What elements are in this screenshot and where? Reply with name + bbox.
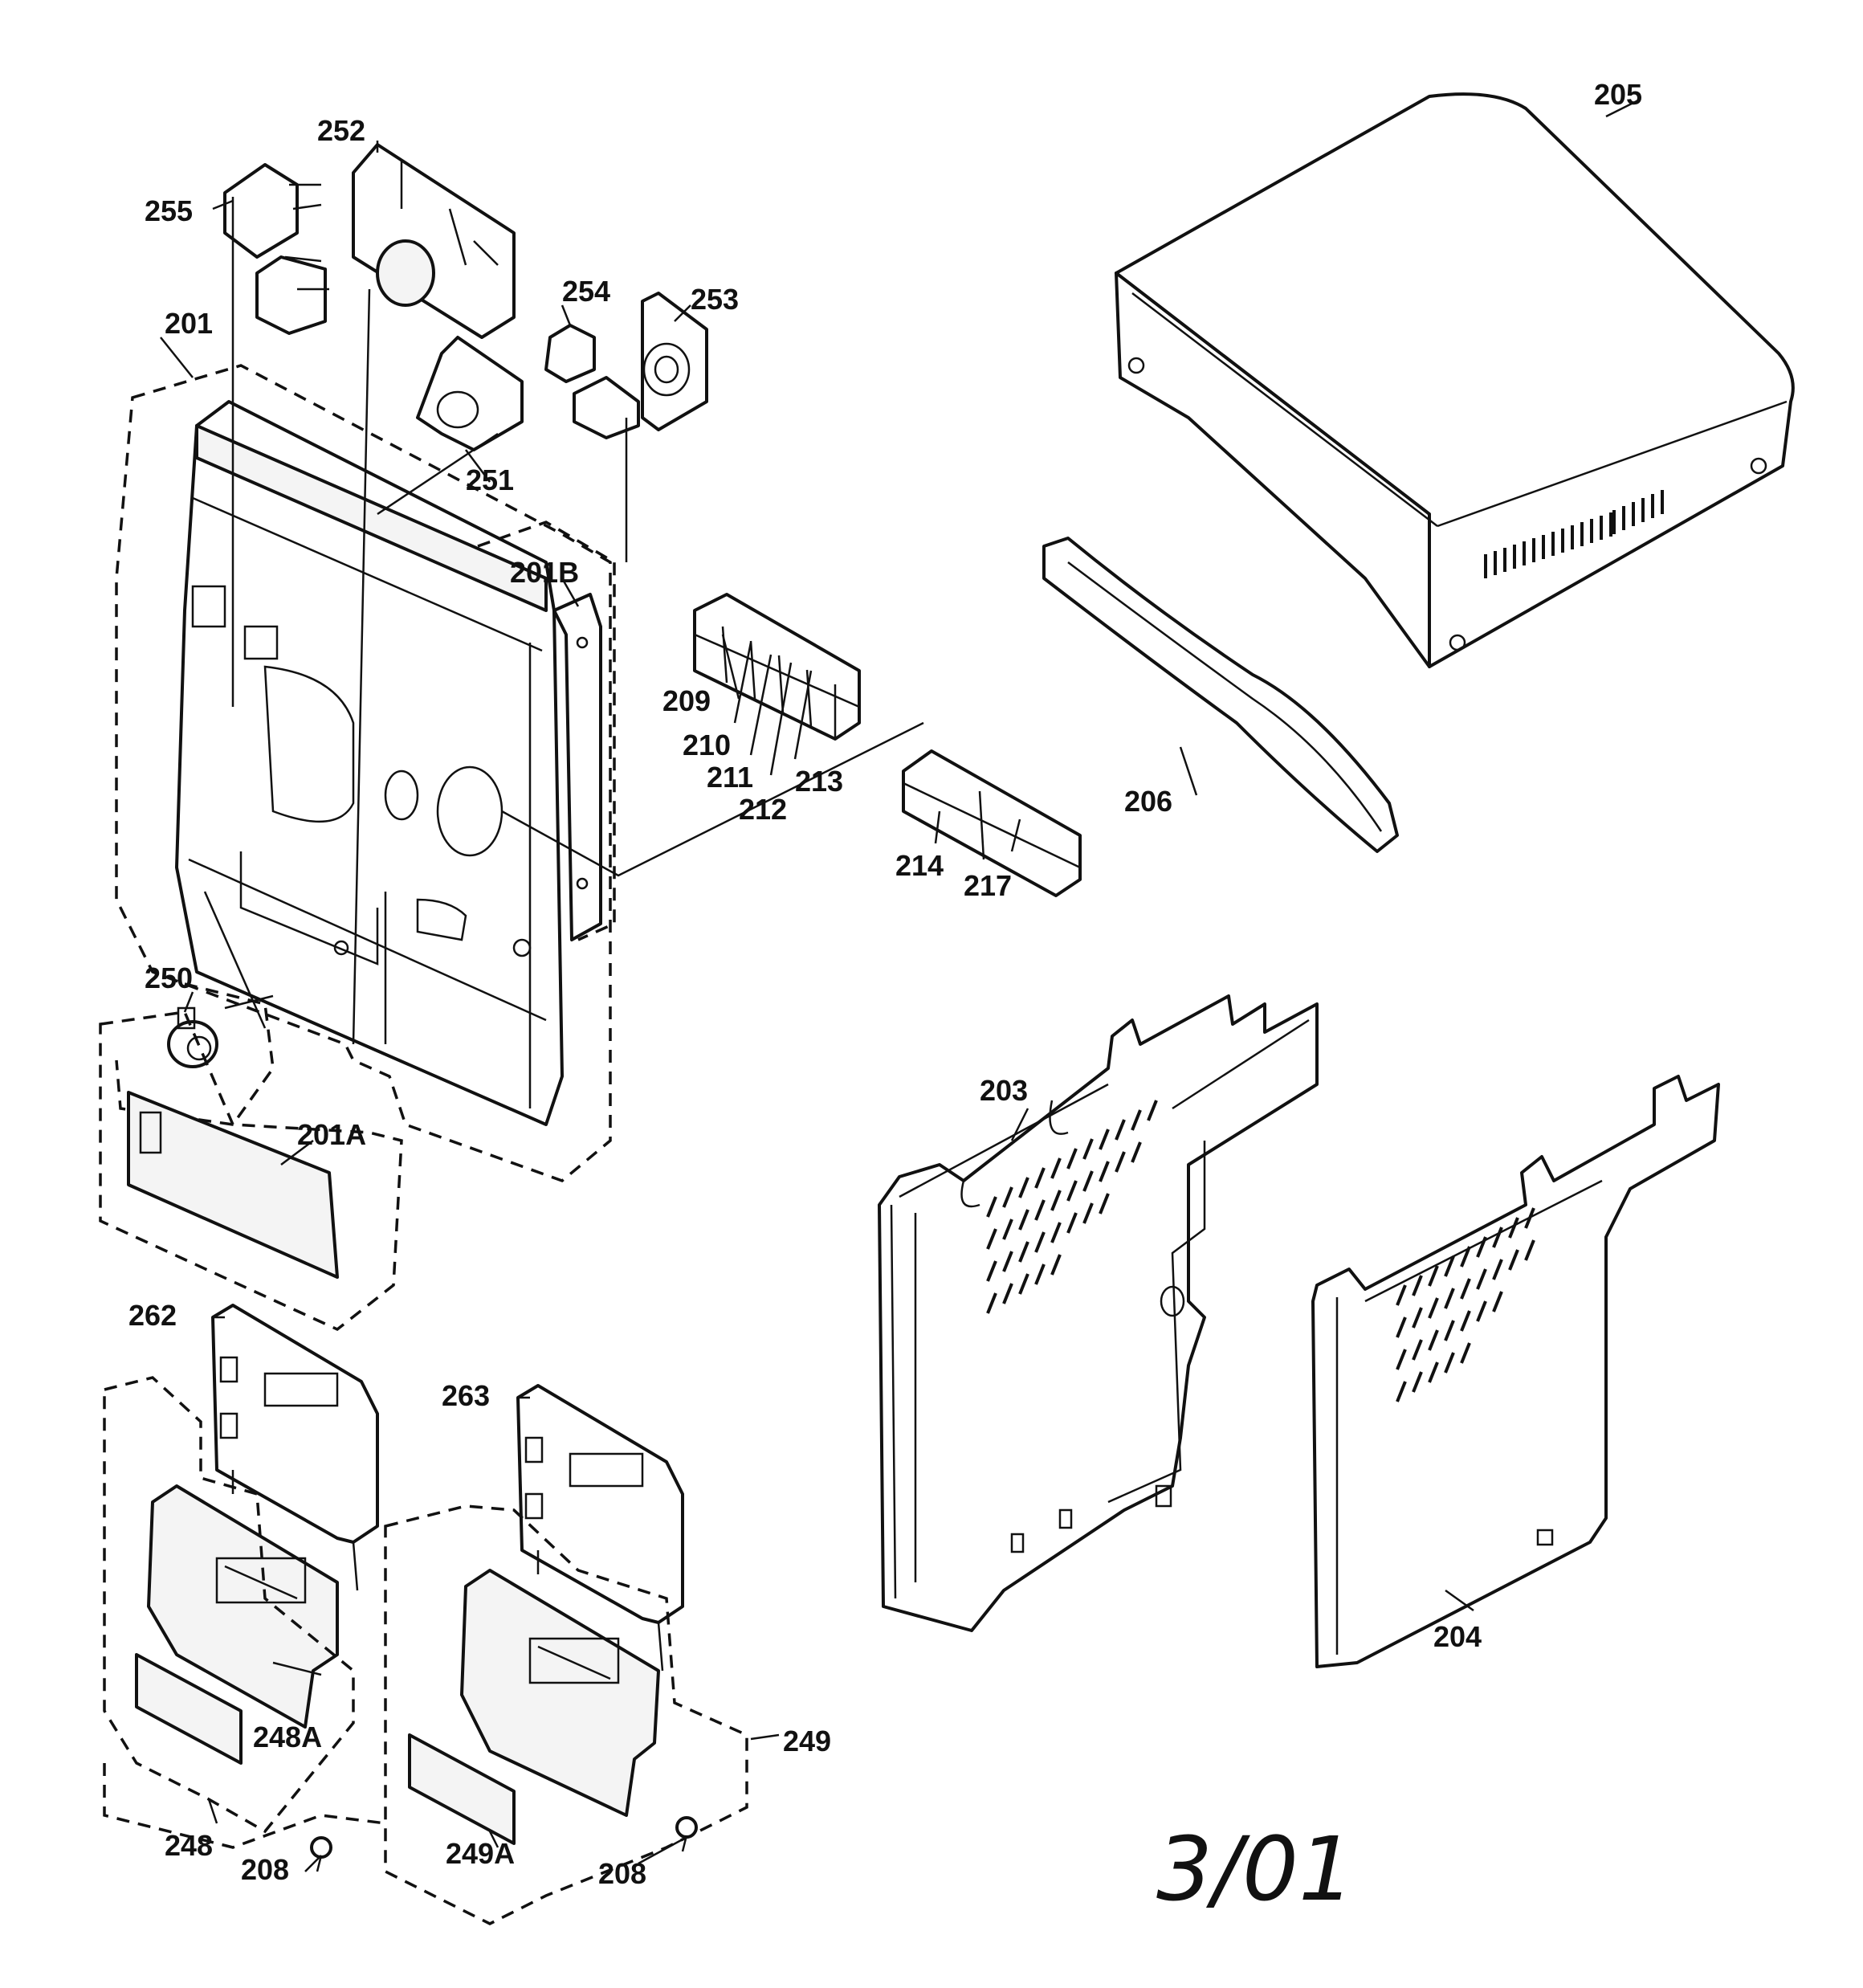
callout-201: 201 — [165, 307, 213, 340]
callout-249: 249 — [783, 1725, 831, 1757]
part-255-knob — [223, 163, 329, 335]
part-249-cassette-door — [460, 1569, 660, 1817]
callout-251: 251 — [466, 463, 514, 496]
assembly-249-outline — [384, 1504, 748, 1925]
assembly-249-lower-outline — [103, 1763, 386, 1849]
callout-208-left: 208 — [241, 1853, 289, 1886]
callout-254: 254 — [562, 275, 610, 308]
part-201-front-panel — [175, 400, 564, 1126]
callout-206: 206 — [1124, 785, 1172, 818]
part-208-screw-right — [675, 1816, 698, 1852]
callout-212: 212 — [739, 793, 787, 826]
callout-204: 204 — [1433, 1620, 1482, 1653]
date-mark: 3/01 — [1156, 1818, 1355, 1921]
callout-203: 203 — [980, 1074, 1028, 1107]
callout-252: 252 — [317, 114, 365, 147]
callout-213: 213 — [795, 765, 843, 798]
assembly-201A-outline — [99, 1010, 403, 1332]
callout-211: 211 — [707, 761, 753, 794]
callout-labels: 205 206 252 255 254 253 251 201 201B 209… — [128, 78, 1642, 1890]
assembly-201-outline — [115, 364, 612, 1182]
part-203-side-frame — [878, 994, 1319, 1632]
callout-217: 217 — [964, 869, 1012, 902]
part-253-volume-control — [573, 292, 708, 439]
part-208-screw-left — [310, 1836, 332, 1872]
callout-210: 210 — [683, 729, 731, 761]
part-204-side-panel — [1311, 1075, 1720, 1668]
part-206-trim-strip — [1042, 537, 1399, 853]
part-250-switch — [167, 1006, 218, 1068]
callout-255: 255 — [145, 194, 193, 227]
assembly-248-outline — [103, 1376, 355, 1834]
part-214-217-buttons — [902, 749, 1082, 897]
part-201A-window — [127, 1091, 339, 1279]
part-249A-window — [408, 1733, 516, 1845]
part-201B-bracket — [552, 593, 602, 941]
part-205-top-cover — [1115, 92, 1795, 668]
callout-201B: 201B — [510, 556, 579, 589]
callout-leaders — [160, 99, 1639, 1872]
assembly-201B-outline — [477, 520, 616, 941]
leader-lines — [224, 197, 924, 1045]
part-252-dial-assembly — [352, 143, 516, 339]
callout-249A: 249A — [446, 1837, 515, 1870]
part-209-213-button-strip — [693, 593, 861, 741]
callout-214: 214 — [895, 849, 944, 882]
callout-262: 262 — [128, 1299, 177, 1332]
part-248A-window — [135, 1653, 243, 1765]
callout-263: 263 — [442, 1379, 490, 1412]
callout-209: 209 — [662, 684, 711, 717]
callout-253: 253 — [691, 283, 739, 316]
part-251-knob — [416, 336, 524, 451]
part-254-clip — [544, 324, 596, 383]
callout-205: 205 — [1594, 78, 1642, 111]
callout-250: 250 — [145, 961, 193, 994]
part-263-cassette-mechanism — [516, 1384, 684, 1672]
callout-248: 248 — [165, 1829, 213, 1862]
callout-201A: 201A — [297, 1118, 366, 1151]
callout-248A: 248A — [253, 1721, 322, 1753]
callout-208-right: 208 — [598, 1857, 646, 1890]
